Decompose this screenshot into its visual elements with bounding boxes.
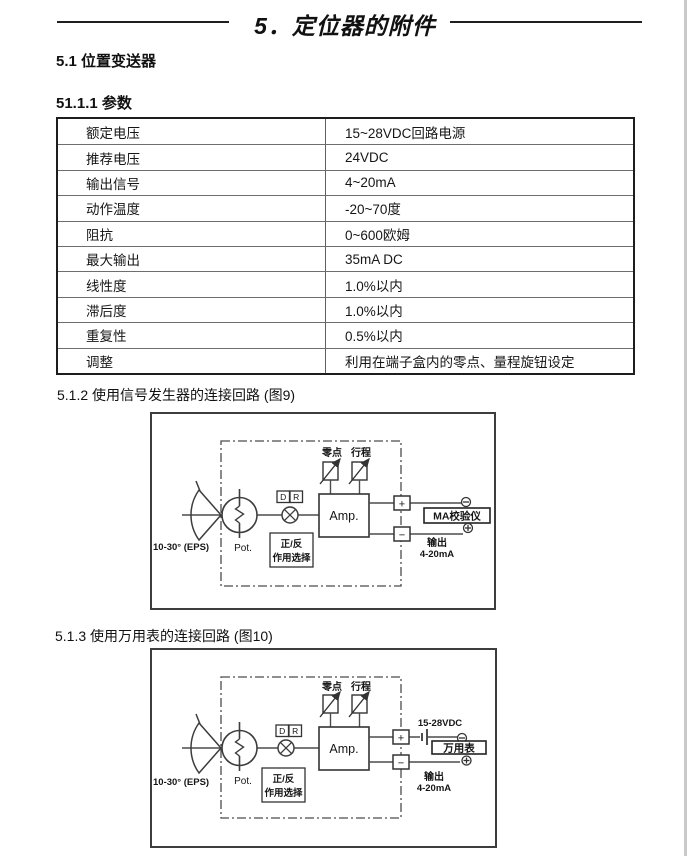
table-row: 重复性 0.5%以内	[58, 322, 633, 348]
multimeter-box	[431, 740, 487, 755]
direct-reverse-boxes: D R	[275, 724, 303, 738]
pot-label: Pot.	[234, 776, 252, 787]
action-select-box	[261, 767, 306, 803]
row-value: 1.0%以内	[345, 278, 403, 294]
row-label: 重复性	[58, 323, 326, 348]
title-rule-left	[57, 21, 229, 23]
table-row: 动作温度 -20~70度	[58, 195, 633, 221]
row-label: 线性度	[58, 272, 326, 297]
row-label: 最大输出	[58, 246, 326, 272]
table-row: 线性度 1.0%以内	[58, 271, 633, 297]
table-row: 调整 利用在端子盒内的零点、量程旋钮设定	[58, 347, 633, 373]
ma-calibrator-box	[423, 507, 491, 524]
minus-post-icon	[460, 496, 472, 508]
row-value: 15~28VDC回路电源	[345, 125, 466, 141]
action-select-line2: 作用选择	[264, 787, 303, 799]
row-label: 滞后度	[58, 297, 326, 323]
row-label: 动作温度	[58, 196, 326, 221]
action-select-box	[269, 532, 314, 568]
d-label: D	[280, 492, 286, 502]
section-5-1-3-heading: 5.1.3 使用万用表的连接回路 (图10)	[55, 628, 273, 644]
action-select-line1: 正/反	[281, 538, 303, 550]
supply-voltage-label: 15-28VDC	[418, 718, 462, 729]
output-label-line2: 4-20mA	[420, 549, 454, 560]
minus-terminal-label: −	[399, 530, 405, 542]
amp-label: Amp.	[329, 742, 358, 756]
row-value: -20~70度	[345, 202, 401, 218]
output-label-line1: 输出	[427, 536, 447, 549]
row-value: 0.5%以内	[345, 329, 403, 345]
positioner-boundary	[220, 676, 402, 819]
ma-calibrator-label: MA校验仪	[433, 510, 481, 523]
zero-trimmer-icon	[319, 457, 341, 485]
travel-label: 行程	[350, 680, 371, 693]
plus-terminal-label: +	[398, 733, 404, 745]
minus-terminal-label: −	[398, 758, 404, 770]
row-value: 24VDC	[345, 150, 389, 166]
section-5-1-2-heading: 5.1.2 使用信号发生器的连接回路 (图9)	[57, 387, 296, 403]
r-label: R	[293, 492, 299, 502]
amplifier-box	[318, 726, 370, 771]
positioner-boundary	[220, 440, 402, 587]
multimeter-label: 万用表	[442, 742, 475, 755]
output-label-line2: 4-20mA	[417, 783, 451, 794]
table-row: 最大输出 35mA DC	[58, 245, 633, 272]
row-value: 利用在端子盒内的零点、量程旋钮设定	[345, 354, 575, 370]
table-row: 滞后度 1.0%以内	[58, 296, 633, 323]
plus-terminal-box	[393, 495, 411, 511]
d-label: D	[279, 726, 285, 736]
angle-label: 10-30° (EPS)	[153, 542, 209, 553]
pot-label: Pot.	[234, 543, 252, 554]
table-row: 额定电压 15~28VDC回路电源	[58, 119, 633, 145]
output-label-line1: 输出	[424, 770, 444, 783]
amplifier-box	[318, 493, 370, 538]
potentiometer-icon	[221, 489, 258, 538]
row-label: 输出信号	[58, 170, 326, 196]
plus-terminal-label: +	[399, 499, 405, 511]
potentiometer-icon	[221, 722, 258, 771]
row-label: 阻抗	[58, 221, 326, 246]
minus-terminal-box	[393, 526, 411, 542]
plus-post-icon	[461, 755, 472, 766]
angle-label: 10-30° (EPS)	[153, 777, 209, 788]
section-51-1-1-heading: 51.1.1 参数	[56, 95, 132, 112]
lamp-icon	[281, 506, 299, 524]
page-title: 5．定位器的附件	[254, 13, 436, 39]
figure-border	[150, 412, 496, 610]
direct-reverse-boxes: D R	[276, 490, 304, 504]
parameter-table: 额定电压 15~28VDC回路电源 推荐电压 24VDC 输出信号 4~20mA 动作…	[56, 117, 635, 375]
plus-terminal-box	[392, 729, 410, 745]
table-row: 阻抗 0~600欧姆	[58, 220, 633, 246]
row-value: 4~20mA	[345, 175, 396, 191]
battery-icon	[421, 729, 458, 745]
lamp-icon	[277, 739, 295, 757]
zero-label: 零点	[321, 680, 342, 693]
figure9-circuit-diagram: Pot. 10-30° (EPS) D R 零点 行程 Amp.	[150, 412, 496, 610]
travel-label: 行程	[350, 446, 371, 459]
table-row: 推荐电压 24VDC	[58, 144, 633, 170]
table-row: 输出信号 4~20mA	[58, 169, 633, 196]
row-label: 推荐电压	[58, 145, 326, 170]
title-rule-right	[450, 21, 642, 23]
row-value: 35mA DC	[345, 251, 403, 267]
minus-terminal-box	[392, 754, 410, 770]
rotation-angle-icon	[190, 480, 222, 542]
span-trimmer-icon	[348, 690, 370, 718]
row-value: 0~600欧姆	[345, 227, 410, 243]
action-select-line2: 作用选择	[272, 552, 311, 564]
row-label: 额定电压	[58, 119, 326, 145]
rotation-angle-icon	[190, 713, 222, 775]
section-5-1-heading: 5.1 位置变送器	[56, 53, 157, 70]
action-select-line1: 正/反	[273, 773, 295, 785]
figure10-circuit-diagram: Pot. 10-30° (EPS) D R 零点 行程 Amp.	[150, 648, 497, 848]
amp-label: Amp.	[329, 509, 358, 523]
zero-label: 零点	[321, 446, 342, 459]
figure-border	[150, 648, 497, 848]
page-scan-edge	[684, 0, 687, 856]
r-label: R	[292, 726, 298, 736]
row-value: 1.0%以内	[345, 303, 403, 319]
plus-post-icon	[462, 522, 474, 534]
row-label: 调整	[58, 348, 326, 373]
